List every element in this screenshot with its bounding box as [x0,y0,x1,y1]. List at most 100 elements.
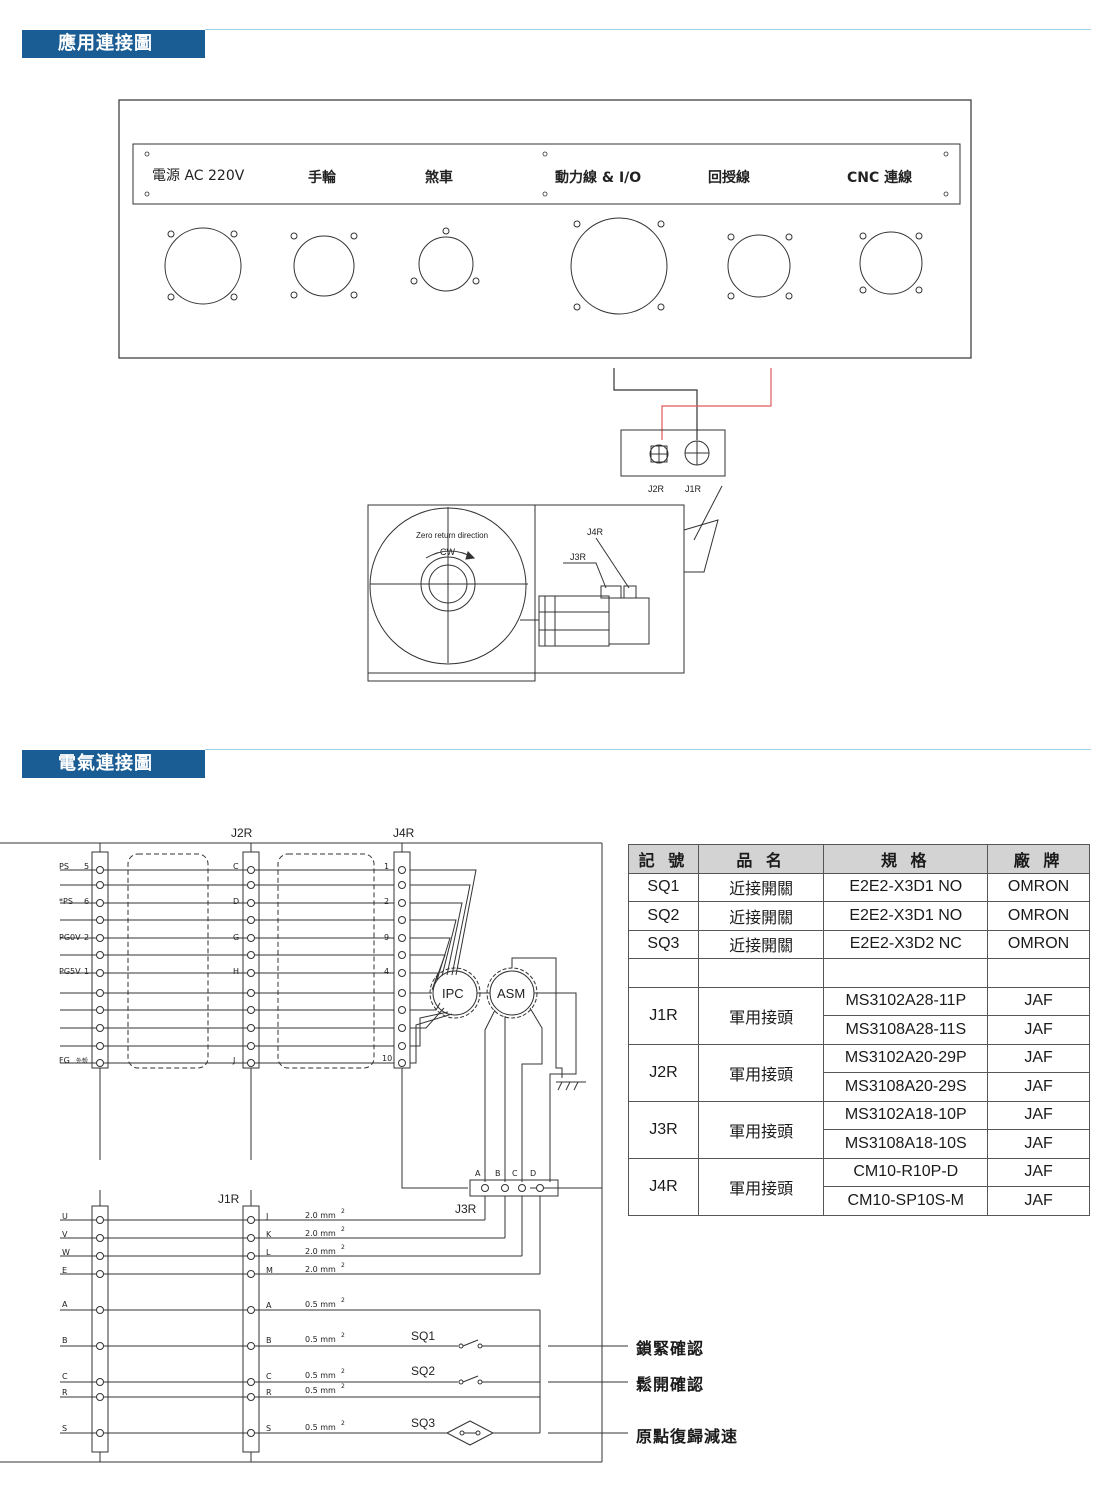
j2r-num-1: 1 [84,967,89,976]
wire-sup: 2 [341,1244,345,1251]
cell-brand: JAF [987,986,1090,1016]
j1r-connector [684,440,710,466]
note-clamp-confirm: 鎖緊確認 [636,1339,705,1358]
rotary-table [367,485,723,682]
application-diagram: 電源 AC 220V 手輪 煞車 動力線 & I/O 回授線 CNC 連線 J2… [118,99,972,682]
j1r-left-u: U [62,1212,68,1221]
cell-name: 軍用接頭 [697,1043,825,1102]
j1r-pin-j: J [265,1212,268,1221]
wire-size-b: 0.5 mm [305,1335,336,1344]
j3r-motor-label: J3R [570,552,587,562]
wire-sup: 2 [341,1420,345,1427]
j1r-left-w: W [62,1248,70,1257]
cell-spec: MS3108A28-11S [823,1015,989,1045]
wire-sup: 2 [341,1226,345,1233]
table-row: J1R 軍用接頭 MS3102A28-11P JAF [628,986,1090,1045]
table-row: CM10-SP10S-M JAF [629,1186,1090,1216]
j3r-pin-c: C [512,1169,518,1178]
ipc-label: IPC [442,986,464,1001]
cell-code: J3R [628,1100,699,1159]
cell-name: 軍用接頭 [697,1157,825,1216]
table-row-empty [628,958,1090,988]
connector-handwheel [290,232,358,299]
cell-brand: JAF [987,1043,1090,1073]
power-cable [613,368,698,440]
j1r-left-a: A [62,1300,68,1309]
table-row: MS3108A20-29S JAF [629,1072,1090,1102]
note-home-decel: 原點復歸減速 [636,1427,739,1446]
j1r-pin-k: K [266,1230,272,1239]
panel-label-power: 電源 AC 220V [152,168,245,184]
j2r-num-6: 6 [84,897,89,906]
j2r-pin-h: H [233,967,239,976]
j4r-pin-10: 10 [382,1054,392,1063]
section-title-electrical: 電氣連接圖 [22,750,205,778]
j4r-strip-title: J4R [393,826,415,840]
component-spec-table: 記 號 品 名 規 格 廠 牌 SQ1 近接開關 E2E2-X3D1 NO OM… [628,844,1090,1216]
panel-label-brake: 煞車 [425,169,453,186]
j1r-pin-c: C [266,1372,272,1381]
j2r-strip-title: J2R [231,826,253,840]
cell-spec: MS3108A18-10S [823,1129,989,1159]
cell-code: J1R [628,986,699,1045]
panel-label-handwheel: 手輪 [308,169,337,186]
j2r-pin-c: C [233,862,239,871]
wire-size-a: 0.5 mm [305,1300,336,1309]
connector-power-io [570,217,668,315]
j1r-left-c: C [62,1372,68,1381]
j3r-pin-d: D [530,1169,536,1178]
cell-name: 軍用接頭 [697,986,825,1045]
header-name: 品 名 [697,844,825,874]
wire-sup: 2 [341,1208,345,1215]
wire-size-r: 0.5 mm [305,1386,336,1395]
section-title-application: 應用連接圖 [22,30,205,58]
j1r-pin-a: A [266,1301,272,1310]
cell-spec: MS3102A18-10P [823,1100,989,1130]
cell-brand: JAF [987,1186,1090,1216]
cell-name: 近接開關 [697,872,825,902]
table-row: J3R 軍用接頭 MS3102A18-10P JAF [628,1100,1090,1159]
rotary-connector-box [620,429,726,477]
table-row: SQ1 近接開關 E2E2-X3D1 NO OMRON [628,872,1090,902]
cell-brand: OMRON [987,929,1090,959]
cell-spec: E2E2-X3D1 NO [823,901,989,931]
cell-name: 近接開關 [697,929,825,959]
cell-brand: JAF [987,1157,1090,1187]
asm-label: ASM [497,986,525,1001]
cell-code: SQ1 [628,872,699,902]
table-row: J4R 軍用接頭 CM10-R10P-D JAF [628,1157,1090,1216]
cell-spec: E2E2-X3D2 NC [823,929,989,959]
j1r-pin-b: B [266,1336,272,1345]
wire-size-k: 2.0 mm [305,1229,336,1238]
table-row: SQ3 近接開關 E2E2-X3D2 NC OMRON [628,929,1090,959]
cell-brand: JAF [987,1100,1090,1130]
note-release-confirm: 鬆開確認 [636,1375,705,1394]
j3r-pin-a: A [475,1169,481,1178]
cell-brand: OMRON [987,901,1090,931]
j4r-pin-1: 1 [384,862,389,871]
connector-power [164,227,242,305]
section-divider [205,749,1091,750]
panel-label-cnc: CNC 連線 [847,169,912,186]
j2r-num-2: 2 [84,933,89,942]
cell-spec: CM10-SP10S-M [823,1186,989,1216]
panel-label-feedback: 回授線 [708,169,750,186]
cell-name: 近接開關 [697,901,825,931]
header-spec: 規 格 [823,844,989,874]
cell-spec: MS3102A28-11P [823,986,989,1016]
signal-pg5v: PG5V [59,967,81,976]
signal-nps: *PS [59,897,73,906]
connector-brake [410,227,480,292]
switch-sq2-label: SQ2 [411,1364,435,1378]
wire-size-s: 0.5 mm [305,1423,336,1432]
table-row: J2R 軍用接頭 MS3102A20-29P JAF [628,1043,1090,1102]
feedback-cable [661,368,772,440]
cell-brand: OMRON [987,872,1090,902]
signal-pg0v: PG0V [59,933,81,942]
connector-cnc [859,231,923,295]
zero-return-label: Zero return direction [416,531,488,540]
switch-sq1-label: SQ1 [411,1329,435,1343]
cell-name: 軍用接頭 [697,1100,825,1159]
cell-spec: CM10-R10P-D [823,1157,989,1187]
j3r-pin-b: B [495,1169,501,1178]
